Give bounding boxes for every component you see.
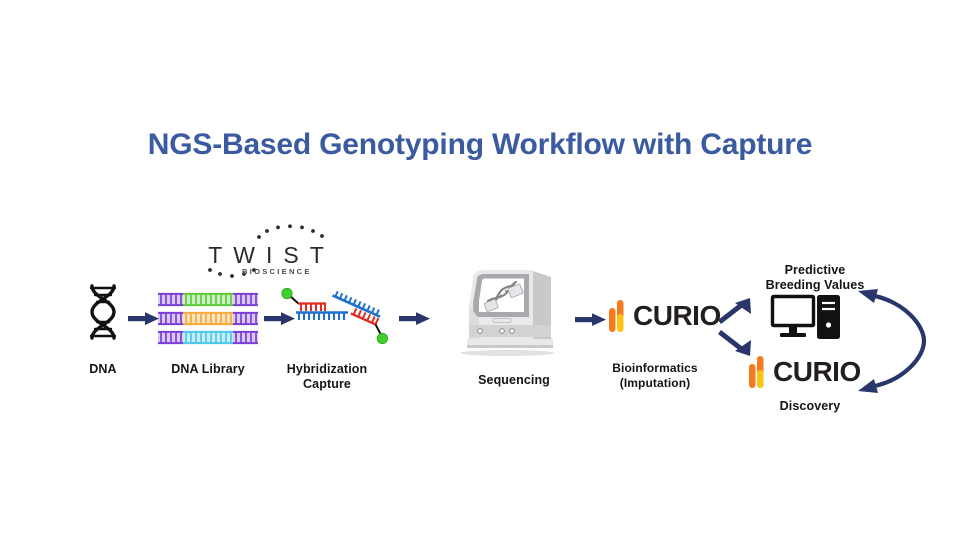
curio-wordmark: CURIO xyxy=(633,300,721,331)
twist-wordmark: TWIST xyxy=(208,242,335,268)
arrow-sequencing-to-bioinformatics xyxy=(575,313,606,326)
caption-dna-library: DNA Library xyxy=(171,362,245,376)
hybridization-capture-icon xyxy=(281,287,388,345)
caption-bioinformatics-line1: Bioinformatics xyxy=(612,361,698,375)
caption-hybridization-capture-line1: Hybridization xyxy=(286,362,368,376)
caption-predictive-line1: Predictive xyxy=(784,263,846,277)
caption-sequencing: Sequencing xyxy=(478,373,550,387)
twist-dots-icon xyxy=(208,224,324,278)
arrow-predictive-discovery-cycle xyxy=(858,289,927,393)
desktop-computer-icon xyxy=(770,294,840,339)
curio-wordmark: CURIO xyxy=(773,356,861,387)
arrow-bioinformatics-to-discovery xyxy=(718,330,751,356)
arrow-dna-to-library xyxy=(128,312,159,325)
arrow-library-to-capture xyxy=(264,312,295,325)
page-title: NGS-Based Genotyping Workflow with Captu… xyxy=(147,128,813,161)
curio-mark-icon xyxy=(749,356,764,388)
twist-subtitle: BIOSCIENCE xyxy=(242,267,312,276)
curio-mark-icon xyxy=(609,300,624,332)
dna-helix-icon xyxy=(89,284,117,340)
caption-discovery: Discovery xyxy=(779,399,841,413)
dna-library-icon xyxy=(158,292,258,345)
caption-bioinformatics-line2: (Imputation) xyxy=(619,376,691,390)
arrow-capture-to-sequencing xyxy=(399,312,430,325)
caption-dna: DNA xyxy=(89,362,117,376)
curio-logo-discovery: CURIO xyxy=(749,356,861,388)
twist-bioscience-logo: TWIST BIOSCIENCE xyxy=(186,222,346,280)
arrow-bioinformatics-to-predictive xyxy=(718,298,751,324)
caption-hybridization-capture-line2: Capture xyxy=(303,377,351,391)
sequencer-machine-icon xyxy=(460,270,554,356)
caption-predictive-line2: Breeding Values xyxy=(765,278,865,292)
curio-logo-bioinformatics: CURIO xyxy=(609,300,721,332)
